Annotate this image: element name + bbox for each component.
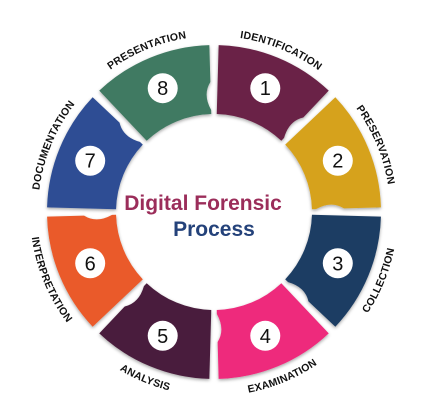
wheel-segments: 1 2 3 4 5 6 7 8 — [47, 45, 381, 379]
title-line-2: Process — [173, 218, 255, 241]
step-number-badge — [147, 320, 178, 351]
step-number: 7 — [85, 151, 96, 173]
step-number-badge — [250, 320, 281, 351]
step-number: 3 — [332, 253, 343, 275]
title-line-1: Digital Forensic — [124, 192, 282, 215]
step-number-badge — [322, 248, 353, 279]
step-number-badge — [147, 73, 178, 104]
step-number: 4 — [260, 326, 271, 348]
step-number: 1 — [260, 78, 271, 100]
step-number: 6 — [85, 253, 96, 275]
step-number-badge — [250, 73, 281, 104]
step-number-badge — [322, 145, 353, 176]
step-number: 8 — [157, 78, 168, 100]
step-number-badge — [75, 145, 106, 176]
step-number-badge — [75, 248, 106, 279]
center-title: Digital Forensic Process — [124, 192, 282, 241]
step-number: 2 — [332, 151, 343, 173]
step-number: 5 — [157, 326, 168, 348]
